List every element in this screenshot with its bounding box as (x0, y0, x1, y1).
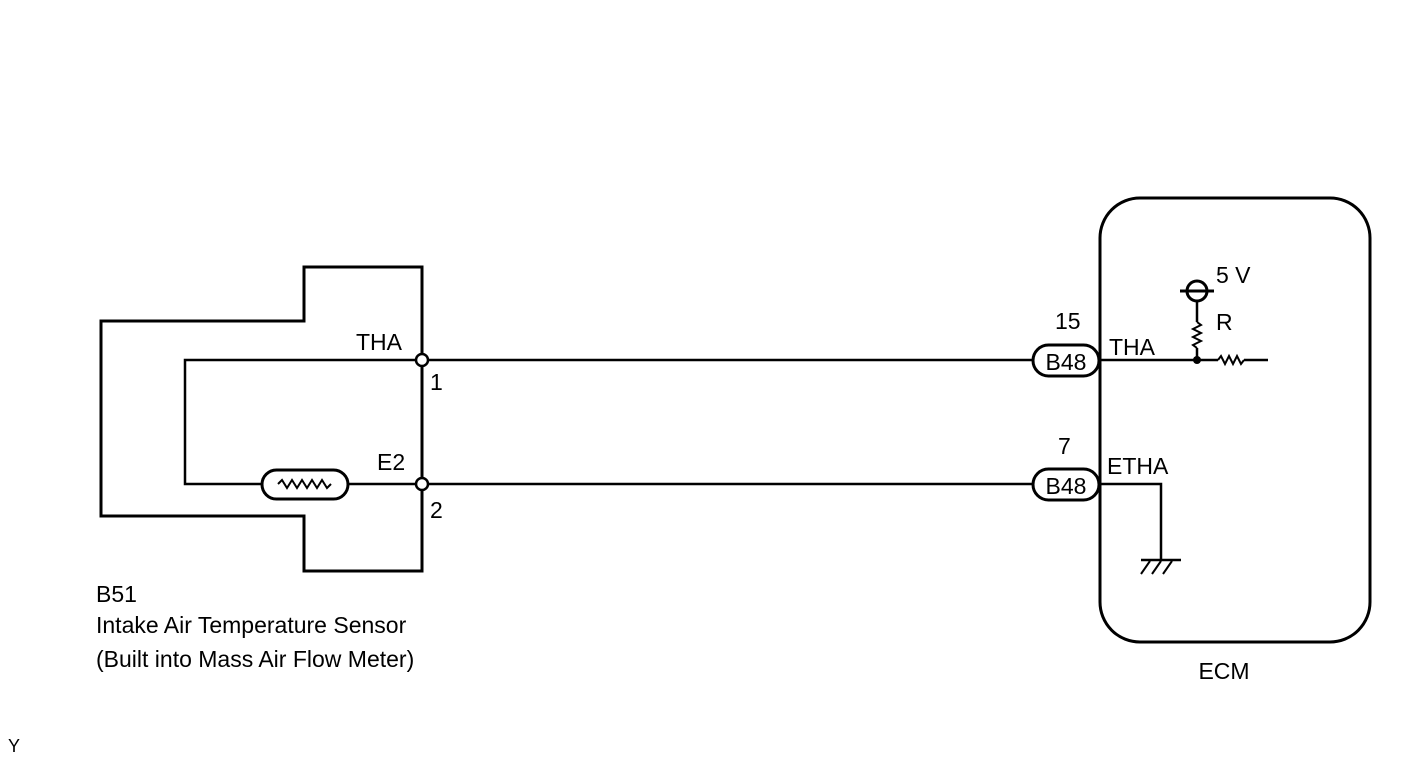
ecm-box (1098, 196, 1372, 644)
ecm-pin-number-7: 7 (1058, 433, 1071, 459)
sensor-internal-wire (183, 358, 422, 486)
sensor-housing (99, 265, 424, 573)
sensor-name: Intake Air Temperature Sensor (96, 612, 407, 638)
supply-voltage-label: 5 V (1216, 262, 1251, 288)
ecm-pin-signal-etha: ETHA (1107, 453, 1169, 479)
ecm-pin-number-15: 15 (1055, 308, 1081, 334)
sensor-connector-id: B51 (96, 581, 137, 607)
power-supply-icon (1180, 279, 1214, 303)
sensor-pin-number-2: 2 (430, 497, 443, 523)
corner-mark: Y (8, 736, 20, 756)
terminal-2 (414, 476, 430, 492)
ground-icon (1140, 558, 1181, 575)
thermistor-icon (260, 468, 350, 501)
ecm-label: ECM (1198, 658, 1249, 684)
connector-label: B48 (1046, 473, 1087, 499)
sensor-pin-number-1: 1 (430, 369, 443, 395)
ecm-internal-etha (1100, 482, 1163, 560)
connector-b48-pin7: B48 (1031, 467, 1101, 502)
sensor-note: (Built into Mass Air Flow Meter) (96, 646, 414, 672)
sensor-pin-signal-e2: E2 (377, 449, 405, 475)
pullup-resistor-icon (1190, 321, 1204, 349)
terminal-1 (414, 352, 430, 368)
ecm-resistor-series-icon (1217, 353, 1245, 367)
connector-label: B48 (1046, 349, 1087, 375)
connector-b48-pin15: B48 (1031, 343, 1101, 378)
resistor-label: R (1216, 309, 1233, 335)
ecm-pin-signal-tha: THA (1109, 334, 1156, 360)
sensor-pin-signal-tha: THA (356, 329, 403, 355)
